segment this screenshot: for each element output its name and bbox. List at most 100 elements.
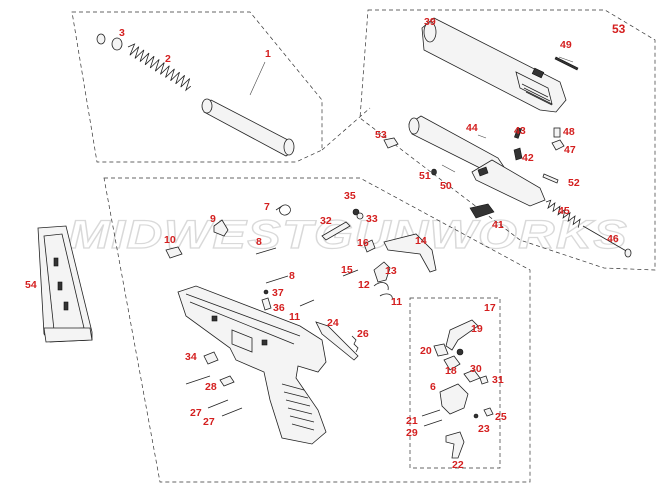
part-22-trigger: [445, 431, 465, 459]
part-20-block: [433, 343, 449, 357]
part-8b-pin: [265, 275, 289, 284]
part-3-washer: [111, 37, 123, 51]
label-6: 6: [430, 381, 436, 393]
label-11b: 11: [289, 311, 300, 323]
part-28-pad: [219, 375, 235, 387]
label-27a: 27: [190, 407, 202, 419]
part-6-housing: [439, 383, 469, 415]
part-29-pin: [423, 419, 443, 427]
label-8b: 8: [289, 270, 295, 282]
part-54-magazine: 54: [25, 225, 93, 343]
label-1: 1: [265, 48, 271, 60]
label-20: 20: [420, 345, 432, 357]
label-7: 7: [264, 201, 270, 213]
label-17: 17: [484, 302, 496, 314]
part-31-pin: [479, 375, 489, 385]
slide-panel-outline: [359, 9, 656, 271]
label-29: 29: [406, 427, 418, 439]
part-21-pin: [421, 409, 441, 417]
label-12: 12: [358, 279, 370, 291]
slide-group: 39 49 53 53 44 43 48 42 47 51 50 5: [321, 9, 656, 271]
label-44: 44: [466, 122, 478, 134]
recoil-spring-group: 1 2 3: [71, 11, 323, 163]
label-24: 24: [327, 317, 339, 329]
label-42: 42: [522, 152, 534, 164]
part-7-spring: [275, 204, 291, 216]
label-48: 48: [563, 126, 575, 138]
part-1-guide-rod: [201, 98, 295, 157]
label-11a: 11: [391, 296, 402, 308]
label-13: 13: [385, 265, 397, 277]
part-16-tab: [363, 239, 376, 253]
label-9: 9: [210, 213, 216, 225]
frame-body: [177, 285, 327, 445]
label-50: 50: [440, 180, 452, 192]
label-53-mid: 53: [375, 129, 387, 141]
label-51: 51: [419, 170, 431, 182]
label-46: 46: [607, 233, 619, 245]
label-15: 15: [341, 264, 353, 276]
label-49: 49: [560, 39, 572, 51]
label-35: 35: [344, 190, 356, 202]
part-46-pin: [582, 225, 629, 253]
part-3-ring: [96, 33, 106, 45]
part-36-item: [261, 297, 272, 311]
part-15-pin: [342, 269, 359, 277]
part-25-cap: [483, 407, 494, 417]
part-45-spring: [545, 199, 581, 228]
recoil-panel-outline: [71, 11, 323, 163]
label-33: 33: [366, 213, 378, 225]
label-53-top: 53: [612, 22, 626, 36]
label-16: 16: [357, 237, 369, 249]
part-32-plunger: [321, 221, 351, 241]
label-10: 10: [164, 234, 176, 246]
label-43: 43: [514, 125, 526, 137]
label-30: 30: [470, 363, 482, 375]
part-27a-pin: [207, 399, 229, 409]
label-8a: 8: [256, 236, 262, 248]
part-8a-pin: [255, 247, 277, 255]
label-32: 32: [320, 215, 332, 227]
label-23: 23: [478, 423, 490, 435]
label-45: 45: [558, 205, 570, 217]
label-36: 36: [273, 302, 285, 314]
part-26-spring: [351, 335, 359, 353]
label-31: 31: [492, 374, 504, 386]
label-14: 14: [415, 235, 427, 247]
frame-lower-parts: 34 28 27 27: [185, 351, 243, 428]
part-18-catch: [443, 355, 461, 371]
label-39: 39: [424, 16, 436, 28]
label-28: 28: [205, 381, 217, 393]
label-52: 52: [568, 177, 580, 189]
part-10-block: [165, 246, 183, 259]
part-11b-pin: [299, 299, 315, 307]
label-37: 37: [272, 287, 284, 299]
part-53-barrel-assembly: [408, 115, 546, 219]
part-2-recoil-spring: [127, 43, 192, 92]
part-53-small: [383, 137, 399, 149]
part-39-slide: [421, 17, 567, 113]
label-22: 22: [452, 459, 464, 471]
part-17-sear: [445, 319, 479, 351]
part-34-screw: [203, 351, 219, 365]
label-18: 18: [445, 365, 457, 377]
label-27b: 27: [203, 416, 215, 428]
label-26: 26: [357, 328, 369, 340]
label-47: 47: [564, 144, 576, 156]
part-13-lever: [373, 261, 391, 283]
fire-control-group: 17 19 20 18 30 31 6 21 29 25 23 22: [406, 297, 507, 471]
fire-control-panel-outline: [409, 297, 501, 469]
watermark-text: MIDWESTGUNWORKS: [68, 213, 628, 257]
label-34: 34: [185, 351, 197, 363]
label-41: 41: [492, 219, 504, 231]
part-24-trigger-bar: [315, 321, 359, 361]
part-12-spring: [373, 282, 389, 291]
label-25: 25: [495, 411, 507, 423]
label-21: 21: [406, 415, 418, 427]
frame-panel-outline: [103, 177, 531, 483]
frame-group: 7 9 10 8 8 35 32 33 16 14 15 13 12 11 11…: [103, 177, 531, 483]
label-3: 3: [119, 27, 125, 39]
part-9-lever: [213, 219, 229, 237]
label-2: 2: [165, 53, 171, 65]
